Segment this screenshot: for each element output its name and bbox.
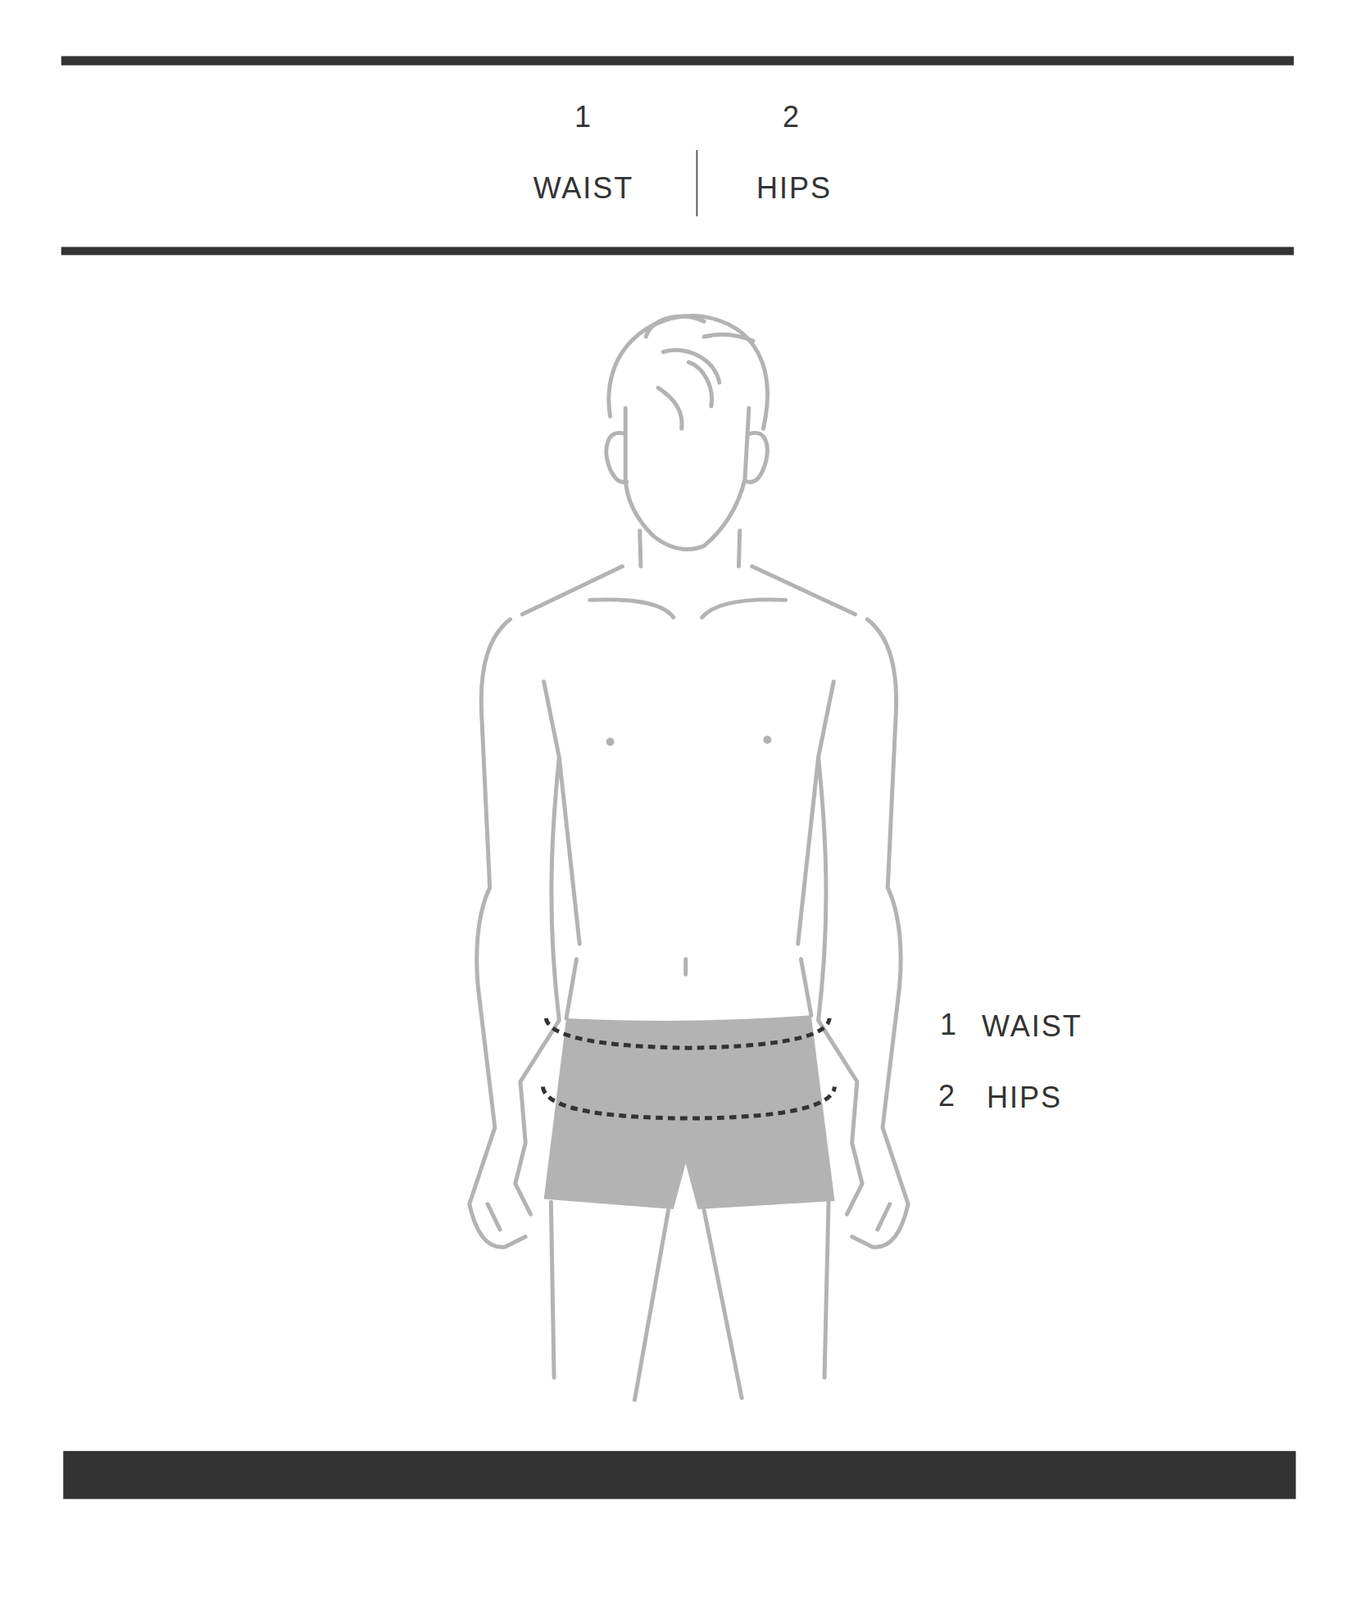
nipple (606, 738, 615, 747)
callout-number: 2 (782, 102, 801, 132)
measurement-label: WAIST (533, 173, 635, 204)
waist-line (545, 1018, 830, 1049)
hair-strands (645, 316, 754, 429)
figure-outline (469, 316, 909, 1401)
callout-number: 2 (938, 1081, 957, 1112)
left-arm-outer (469, 619, 526, 1248)
waist-sides (566, 959, 812, 1019)
face (625, 408, 750, 550)
callout-number: 1 (574, 102, 593, 132)
legs (550, 1202, 829, 1401)
left-arm-inner (487, 681, 580, 1231)
callout-number: 1 (939, 1010, 958, 1040)
measurement-label: HIPS (986, 1083, 1063, 1113)
collarbones (590, 599, 786, 618)
shoulders (522, 566, 855, 615)
neck (640, 531, 741, 568)
top-rule (61, 56, 1294, 66)
header-divider (695, 149, 698, 217)
navel (683, 959, 688, 976)
right-arm-inner (798, 681, 890, 1231)
ears (606, 432, 768, 482)
right-arm-outer (852, 619, 909, 1248)
measurement-label: WAIST (981, 1012, 1083, 1042)
hips-line (542, 1086, 835, 1119)
hair (608, 316, 768, 430)
nipple (762, 735, 772, 745)
header-rule (61, 246, 1294, 255)
footer-bar (63, 1451, 1296, 1500)
measurement-label: HIPS (756, 173, 832, 204)
